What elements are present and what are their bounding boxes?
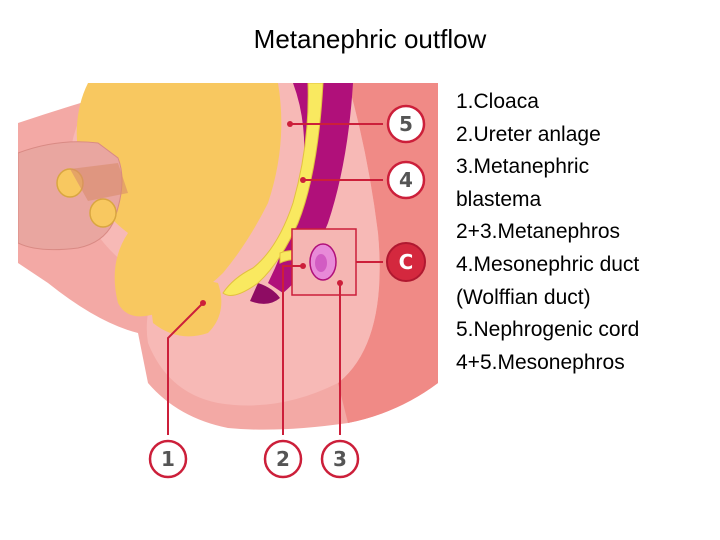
cloaca-region <box>148 278 222 337</box>
badge-2-label: 2 <box>276 447 290 471</box>
legend-item-wolffian-duct: (Wolffian duct) <box>456 285 591 309</box>
badge-3: 3 <box>320 439 360 479</box>
leader-1 <box>167 302 204 435</box>
leader-lines <box>167 123 383 435</box>
badge-1: 1 <box>148 439 188 479</box>
badge-4-label: 4 <box>399 168 413 192</box>
badge-4: 4 <box>386 160 426 200</box>
embryo-diagram-svg: 5 4 C 1 2 3 <box>18 83 438 516</box>
legend-item-metanephric: 3.Metanephric <box>456 155 590 179</box>
legend-item-mesonephric-duct: 4.Mesonephric duct <box>456 252 640 276</box>
slide-title: Metanephric outflow <box>253 24 487 54</box>
mesoderm-tissue <box>76 83 282 317</box>
badge-1-label: 1 <box>161 447 175 471</box>
legend-item-mesonephros: 4+5.Mesonephros <box>456 350 625 374</box>
mesonephric-duct <box>222 83 324 296</box>
nephrogenic-cord-lower <box>250 283 280 304</box>
badge-5: 5 <box>386 104 426 144</box>
blastema-core <box>315 254 327 272</box>
badge-c: C <box>386 242 426 282</box>
leader-dots <box>200 121 343 306</box>
tube-upper-body <box>70 163 128 201</box>
legend-item-ureter-anlage: 2.Ureter anlage <box>456 122 601 146</box>
embryo-diagram: 5 4 C 1 2 3 <box>18 83 438 516</box>
leader-2 <box>282 265 303 435</box>
badge-c-label: C <box>399 250 414 274</box>
badge-3-label: 3 <box>333 447 347 471</box>
legend-list: 1.Cloaca 2.Ureter anlage 3.Metanephric b… <box>456 86 718 379</box>
badge-5-label: 5 <box>399 112 413 136</box>
legend-item-nephrogenic-cord: 5.Nephrogenic cord <box>456 318 640 342</box>
badge-2: 2 <box>263 439 303 479</box>
legend-item-cloaca: 1.Cloaca <box>456 90 539 113</box>
tube-lower <box>89 198 117 228</box>
legend-item-blastema: blastema <box>456 187 542 211</box>
legend-item-metanephros: 2+3.Metanephros <box>456 220 621 244</box>
